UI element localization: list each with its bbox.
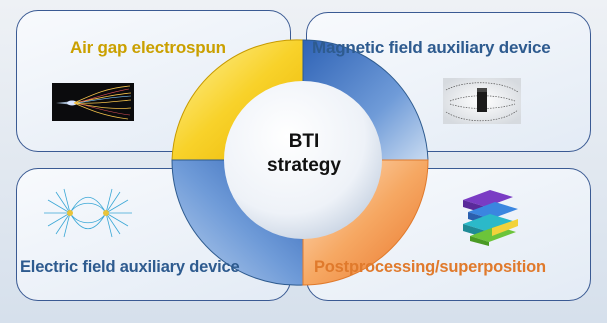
label-air-gap-electrospun: Air gap electrospun <box>70 38 226 57</box>
stacked-layers-icon <box>463 190 518 246</box>
center-title-line2: strategy <box>267 155 341 176</box>
electrospinning-jet-icon <box>52 83 134 121</box>
label-magnetic-field-device: Magnetic field auxiliary device <box>312 38 551 57</box>
label-electric-field-device: Electric field auxiliary device <box>20 258 240 276</box>
electric-field-lines-icon <box>44 188 132 238</box>
center-title-line1: BTI <box>288 131 320 152</box>
center-circle <box>224 81 382 239</box>
label-postprocessing: Postprocessing/superposition <box>314 258 546 276</box>
magnet-field-icon <box>443 78 521 124</box>
center-title: BTI strategy <box>234 130 374 178</box>
